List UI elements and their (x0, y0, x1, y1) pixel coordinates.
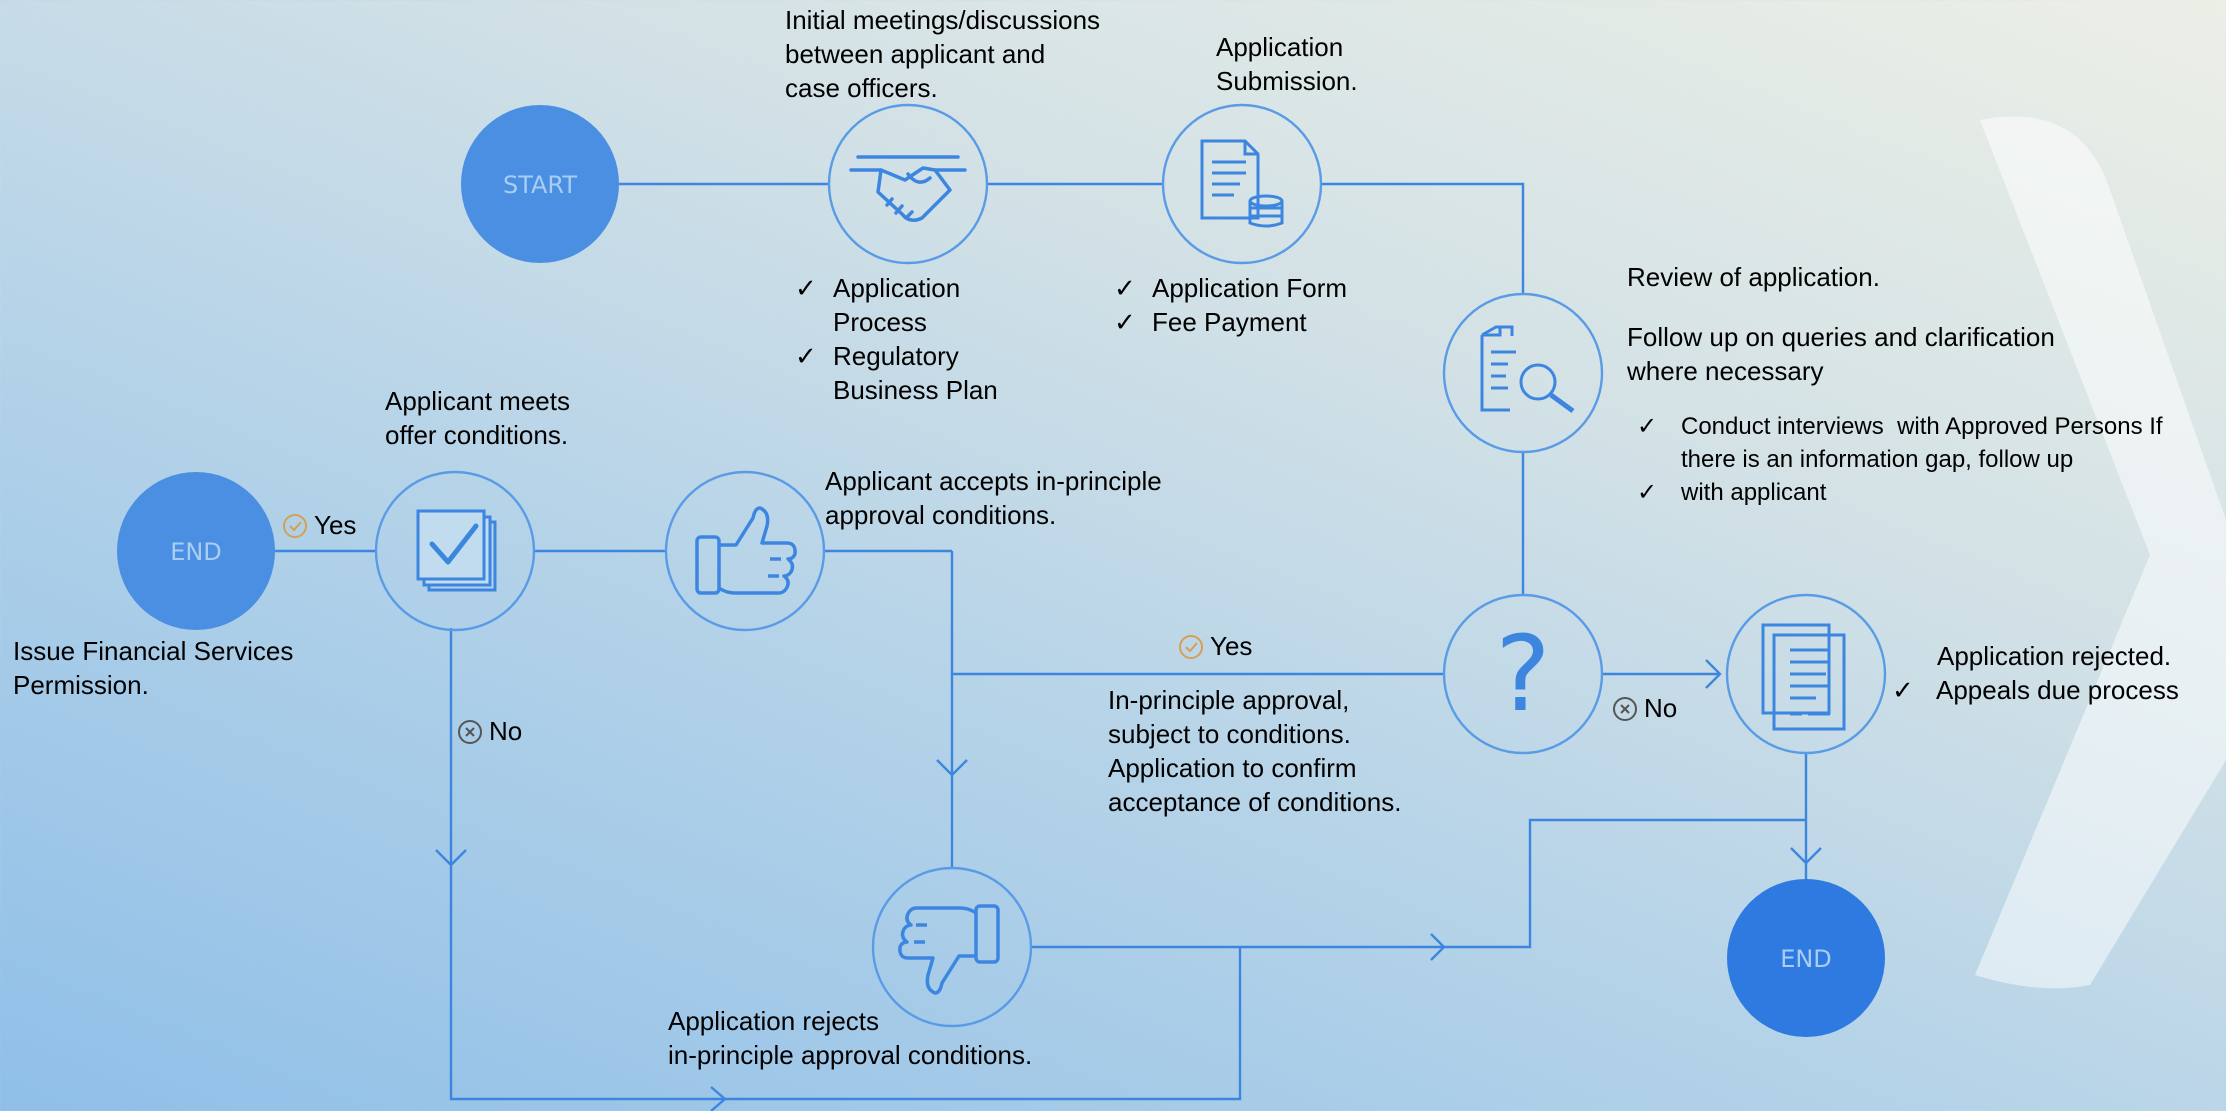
document-search-icon (1480, 325, 1575, 414)
connector-lines (275, 182, 1822, 1111)
start-label: START (503, 171, 577, 199)
list-item: ✓Appeals due process (1892, 675, 2179, 705)
x-circle-icon (1613, 696, 1637, 721)
handshake-icon (849, 155, 967, 222)
yes-marker-end: Yes (282, 510, 356, 541)
no-marker-conditions: No (457, 716, 522, 747)
followup-checklist: ✓Conduct interviews with Approved Person… (1637, 410, 2226, 509)
check-circle-icon (1179, 634, 1203, 659)
list-item: ✓with applicant (1637, 479, 1827, 506)
document-icon (1761, 623, 1846, 731)
yes-marker-question: Yes (1178, 631, 1252, 662)
review-label: Review of application. (1627, 262, 1880, 292)
thumbs-down-icon (898, 904, 1000, 995)
review-node (1442, 292, 1604, 454)
application-rejected-label: Application rejected. (1937, 641, 2172, 671)
end-label-left: END (170, 538, 222, 566)
meeting-node (827, 103, 989, 265)
document-payment-icon (1200, 139, 1284, 228)
list-item: ✓Fee Payment (1114, 307, 1307, 337)
no-marker-question: No (1612, 693, 1677, 724)
rejected-checklist: ✓Appeals due process (1892, 673, 2222, 707)
x-circle-icon (458, 719, 482, 744)
decision-node (1442, 593, 1604, 755)
list-item: ✓Application Form (1114, 273, 1348, 303)
start-node (461, 105, 619, 263)
conditions-node (374, 470, 536, 632)
end-node-right (1727, 879, 1885, 1037)
background-chevron (1975, 116, 2226, 989)
list-item: ✓Conduct interviews with Approved Person… (1637, 413, 2163, 473)
question-mark-icon: ? (1495, 613, 1550, 735)
reject-node (871, 866, 1033, 1028)
checklist-icon (416, 509, 497, 592)
submission-checklist: ✓Application Form ✓Fee Payment (1114, 271, 1394, 339)
thumbs-up-icon (695, 506, 797, 595)
end-node-left (117, 472, 275, 630)
check-circle-icon (283, 513, 307, 538)
in-principle-label: In-principle approval,subject to conditi… (1108, 685, 1402, 817)
rejected-node (1725, 593, 1887, 755)
accept-node (664, 470, 826, 632)
submission-node (1161, 103, 1323, 265)
end-label-right: END (1780, 945, 1832, 973)
